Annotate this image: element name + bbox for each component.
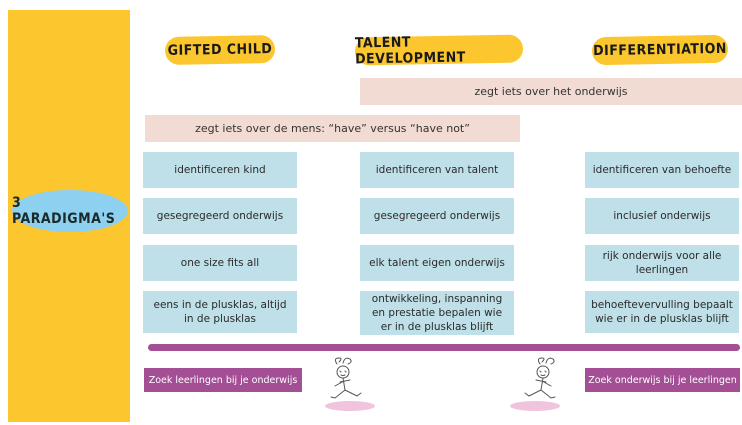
cell-talent-row3: elk talent eigen onderwijs <box>360 245 514 281</box>
runner-figure-icon <box>510 357 560 411</box>
tag-left: Zoek leerlingen bij je onderwijs <box>144 368 302 392</box>
cell-talent-row1: identificeren van talent <box>360 152 514 188</box>
cell-diff-row2: inclusief onderwijs <box>585 198 739 234</box>
cell-gifted-row1: identificeren kind <box>143 152 297 188</box>
cell-gifted-row3: one size fits all <box>143 245 297 281</box>
divider-line <box>148 344 740 351</box>
header-gifted-child: GIFTED CHILD <box>164 35 276 65</box>
band-onderwijs: zegt iets over het onderwijs <box>360 78 742 105</box>
cell-gifted-row4: eens in de plusklas, altijd in de pluskl… <box>143 291 297 333</box>
header-talent-development: TALENT DEVELOPMENT <box>355 34 524 67</box>
tag-right: Zoek onderwijs bij je leerlingen <box>585 368 740 392</box>
cell-diff-row4: behoeftevervulling bepaalt wie er in de … <box>585 291 739 333</box>
header-differentiation: DIFFERENTIATION <box>591 34 729 66</box>
cell-diff-row3: rijk onderwijs voor alle leerlingen <box>585 245 739 281</box>
band-mens: zegt iets over de mens: “have” versus “h… <box>145 115 520 142</box>
paradigm-badge: 3 PARADIGMA'S <box>12 190 128 232</box>
cell-talent-row2: gesegregeerd onderwijs <box>360 198 514 234</box>
cell-diff-row1: identificeren van behoefte <box>585 152 739 188</box>
cell-gifted-row2: gesegregeerd onderwijs <box>143 198 297 234</box>
runner-figure-icon <box>325 357 375 411</box>
cell-talent-row4: ontwikkeling, inspanning en prestatie be… <box>360 291 514 335</box>
